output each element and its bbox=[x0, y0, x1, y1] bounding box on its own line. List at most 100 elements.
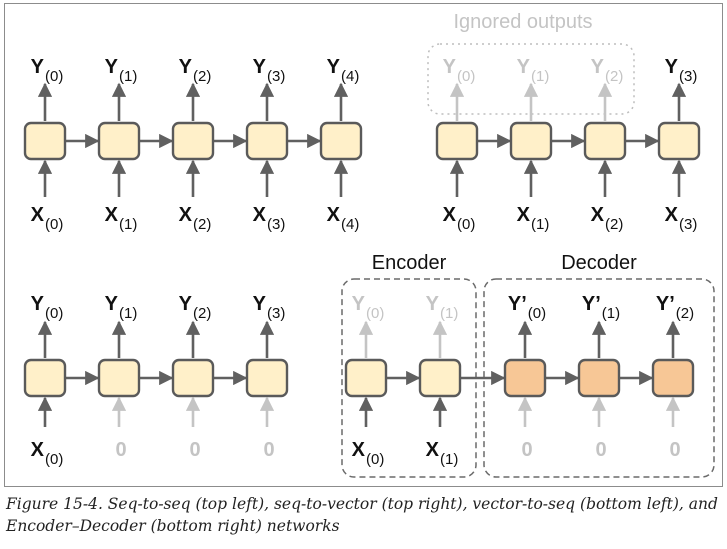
seq2seq-output-label-subscript: (2) bbox=[193, 68, 211, 85]
vec2seq-input-label: 0 bbox=[263, 439, 274, 461]
seq2vec-output-label: Y(2) bbox=[591, 56, 624, 85]
seq2vec-input-label-subscript: (2) bbox=[605, 216, 623, 233]
seq2seq-input-label-subscript: (3) bbox=[267, 216, 285, 233]
vec2seq-input-label: 0 bbox=[189, 439, 200, 461]
decoder-box bbox=[483, 278, 715, 478]
vec2seq-input-label-subscript: (0) bbox=[45, 451, 63, 468]
seq2vec-input-label-subscript: (0) bbox=[457, 216, 475, 233]
vec2seq-input-label-main: X bbox=[31, 439, 45, 461]
seq2vec-input-label-main: X bbox=[517, 204, 531, 226]
seq2seq-cell bbox=[245, 121, 289, 161]
ignored-outputs-title: Ignored outputs bbox=[454, 11, 593, 33]
decoder-output-label: Y’(2) bbox=[656, 293, 694, 322]
encoder-output-label: Y(0) bbox=[352, 293, 385, 322]
seq2seq-input-label: X(4) bbox=[327, 204, 360, 233]
seq2seq-input-label-main: X bbox=[253, 204, 267, 226]
seq2seq-input-label-main: X bbox=[31, 204, 45, 226]
ignored-outputs-box bbox=[427, 43, 635, 115]
seq2seq-output-label-main: Y bbox=[253, 56, 267, 78]
decoder-title: Decoder bbox=[561, 252, 637, 274]
seq2seq-output-label-main: Y bbox=[179, 56, 193, 78]
seq2vec-input-label-subscript: (3) bbox=[679, 216, 697, 233]
seq2vec-input-label: X(3) bbox=[665, 204, 698, 233]
encoder-input-label-subscript: (0) bbox=[366, 451, 384, 468]
decoder-cell bbox=[577, 358, 621, 398]
seq2seq-output-label-subscript: (4) bbox=[341, 68, 359, 85]
seq2vec-input-label-main: X bbox=[591, 204, 605, 226]
encoder-title: Encoder bbox=[372, 252, 447, 274]
seq2vec-output-label: Y(0) bbox=[443, 56, 476, 85]
seq2seq-output-label: Y(4) bbox=[327, 56, 360, 85]
seq2seq-output-label: Y(3) bbox=[253, 56, 286, 85]
vec2seq-cell bbox=[23, 358, 67, 398]
decoder-input-label: 0 bbox=[669, 439, 680, 461]
seq2seq-input-label-main: X bbox=[327, 204, 341, 226]
vec2seq-output-label: Y(2) bbox=[179, 293, 212, 322]
encoder-input-label: X(1) bbox=[426, 439, 459, 468]
vec2seq-input-label-main: 0 bbox=[189, 439, 200, 461]
seq2vec-output-label-subscript: (2) bbox=[605, 68, 623, 85]
seq2vec-output-label-main: Y bbox=[443, 56, 457, 78]
decoder-input-label: 0 bbox=[521, 439, 532, 461]
seq2vec-output-label-subscript: (1) bbox=[531, 68, 549, 85]
seq2seq-input-label: X(3) bbox=[253, 204, 286, 233]
seq2vec-cell bbox=[583, 121, 627, 161]
seq2seq-input-label-main: X bbox=[105, 204, 119, 226]
decoder-input-label-main: 0 bbox=[669, 439, 680, 461]
vec2seq-input-label-main: 0 bbox=[263, 439, 274, 461]
seq2seq-output-label-main: Y bbox=[327, 56, 341, 78]
vec2seq-output-label: Y(1) bbox=[105, 293, 138, 322]
seq2vec-input-label-main: X bbox=[665, 204, 679, 226]
seq2vec-output-label: Y(1) bbox=[517, 56, 550, 85]
decoder-output-label-subscript: (1) bbox=[602, 305, 620, 322]
decoder-output-label: Y’(0) bbox=[508, 293, 546, 322]
vec2seq-output-label-subscript: (2) bbox=[193, 305, 211, 322]
seq2vec-output-label-subscript: (3) bbox=[679, 68, 697, 85]
figure-frame: Y(0)X(0)Y(1)X(1)Y(2)X(2)Y(3)X(3)Y(4)X(4)… bbox=[4, 3, 723, 487]
vec2seq-cell bbox=[171, 358, 215, 398]
seq2seq-cell bbox=[171, 121, 215, 161]
vec2seq-output-label-subscript: (3) bbox=[267, 305, 285, 322]
seq2vec-input-label: X(2) bbox=[591, 204, 624, 233]
rnn-cells bbox=[23, 121, 701, 398]
seq2seq-output-label: Y(0) bbox=[31, 56, 64, 85]
seq2seq-cell bbox=[319, 121, 363, 161]
arrows bbox=[37, 82, 687, 427]
seq2vec-output-label-subscript: (0) bbox=[457, 68, 475, 85]
vec2seq-output-label: Y(0) bbox=[31, 293, 64, 322]
rnn-architectures-diagram: Y(0)X(0)Y(1)X(1)Y(2)X(2)Y(3)X(3)Y(4)X(4)… bbox=[23, 11, 715, 478]
seq2vec-output-label-main: Y bbox=[591, 56, 605, 78]
vec2seq-cell bbox=[97, 358, 141, 398]
encoder-output-label-main: Y bbox=[352, 293, 366, 315]
seq2vec-input-label-main: X bbox=[443, 204, 457, 226]
seq2vec-cell bbox=[657, 121, 701, 161]
seq2vec-cell bbox=[509, 121, 553, 161]
decoder-output-label: Y’(1) bbox=[582, 293, 620, 322]
decoder-input-label: 0 bbox=[595, 439, 606, 461]
encoder-input-label-main: X bbox=[352, 439, 366, 461]
vec2seq-output-label-main: Y bbox=[179, 293, 193, 315]
decoder-cell bbox=[503, 358, 547, 398]
figure-caption: Figure 15-4. Seq-to-seq (top left), seq-… bbox=[6, 495, 718, 535]
vec2seq-output-label-main: Y bbox=[253, 293, 267, 315]
labels: Y(0)X(0)Y(1)X(1)Y(2)X(2)Y(3)X(3)Y(4)X(4)… bbox=[31, 11, 698, 468]
seq2seq-output-label: Y(2) bbox=[179, 56, 212, 85]
seq2vec-input-label: X(0) bbox=[443, 204, 476, 233]
vec2seq-output-label-subscript: (0) bbox=[45, 305, 63, 322]
seq2vec-input-label-subscript: (1) bbox=[531, 216, 549, 233]
vec2seq-output-label-main: Y bbox=[31, 293, 45, 315]
seq2vec-cell bbox=[435, 121, 479, 161]
seq2seq-input-label-subscript: (2) bbox=[193, 216, 211, 233]
vec2seq-input-label: 0 bbox=[115, 439, 126, 461]
seq2seq-output-label-main: Y bbox=[105, 56, 119, 78]
decoder-output-label-main: Y’ bbox=[582, 293, 601, 315]
encoder-output-label-main: Y bbox=[426, 293, 440, 315]
seq2vec-output-label: Y(3) bbox=[665, 56, 698, 85]
encoder-input-label-subscript: (1) bbox=[440, 451, 458, 468]
seq2seq-input-label: X(2) bbox=[179, 204, 212, 233]
vec2seq-output-label-main: Y bbox=[105, 293, 119, 315]
decoder-input-label-main: 0 bbox=[595, 439, 606, 461]
seq2seq-output-label-subscript: (1) bbox=[119, 68, 137, 85]
decoder-input-label-main: 0 bbox=[521, 439, 532, 461]
seq2vec-output-label-main: Y bbox=[665, 56, 679, 78]
